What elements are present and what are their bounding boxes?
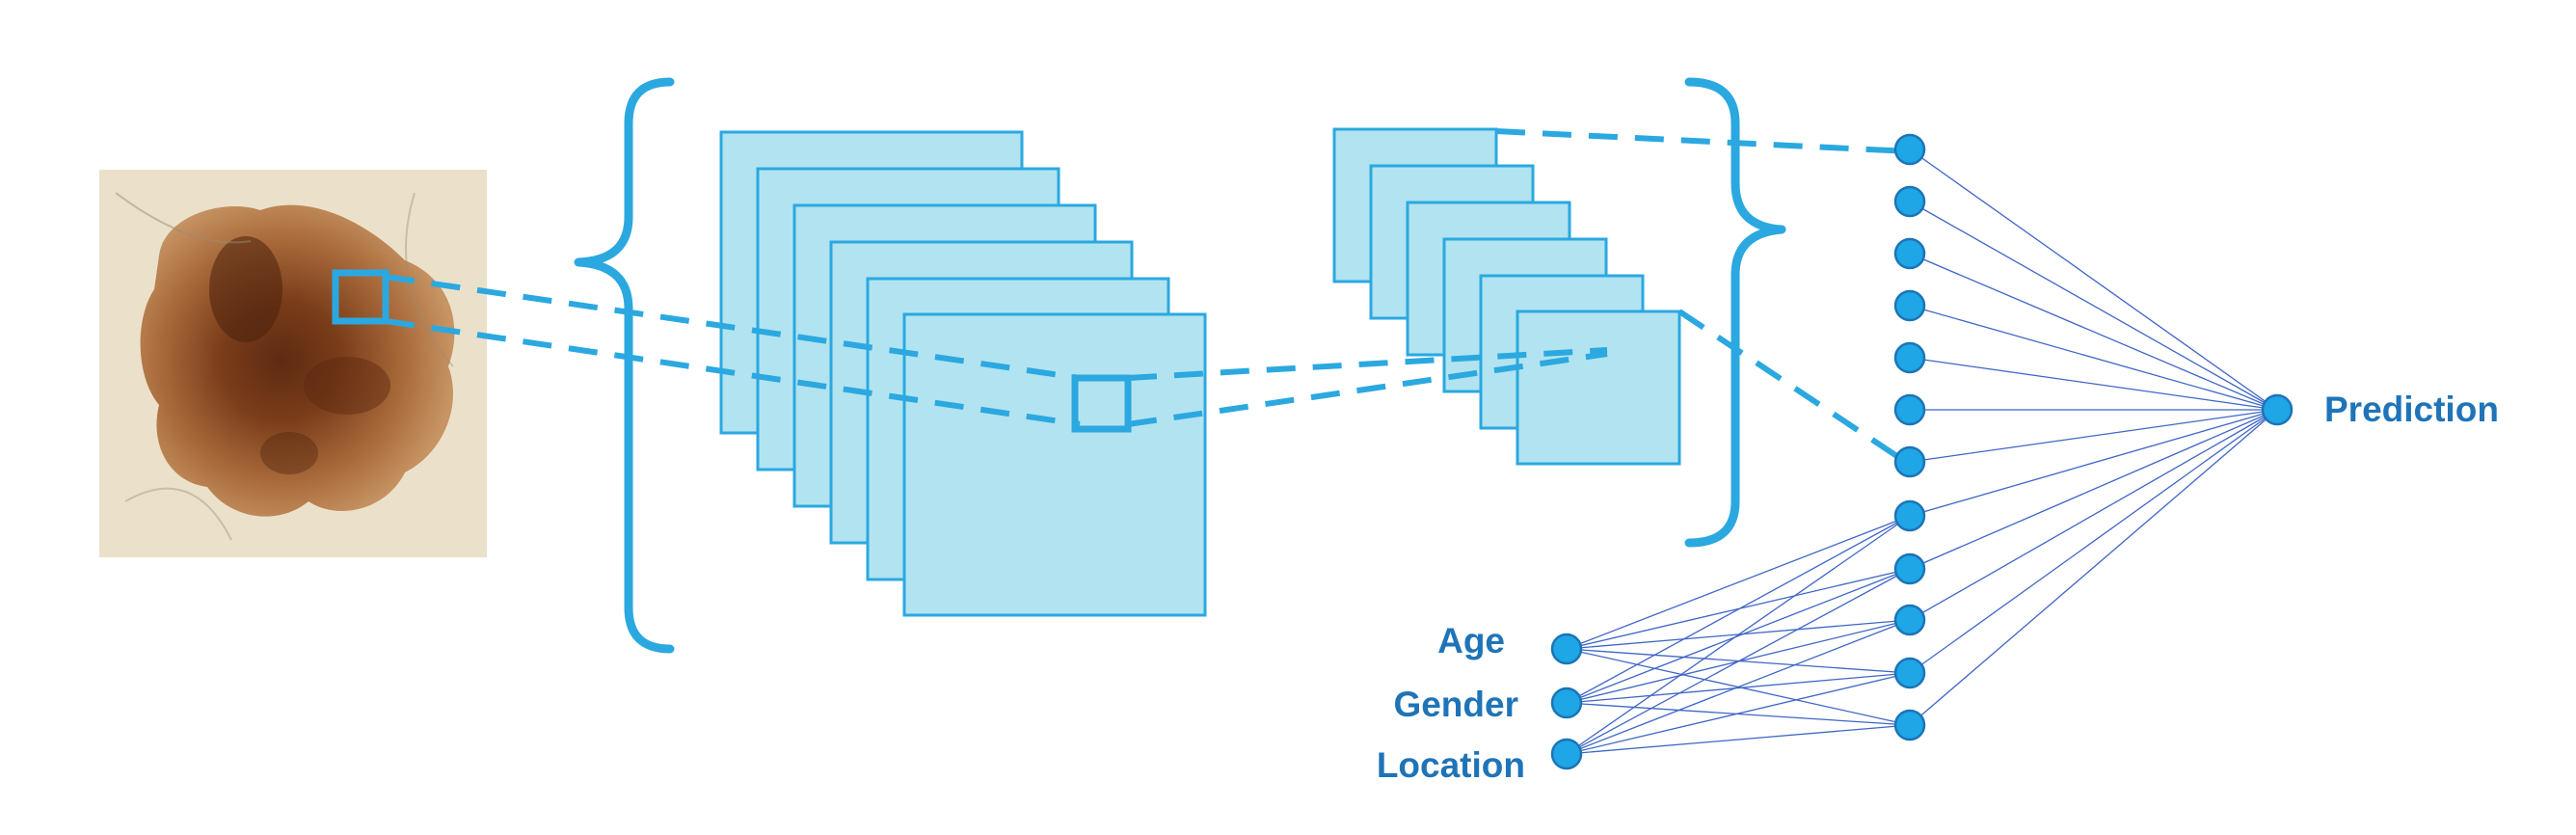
network-connections [1566,148,2278,755]
connection-line [1909,409,2278,463]
hidden-node [1893,499,1926,532]
projection-lines [385,128,1910,464]
hidden-node [1893,552,1926,585]
hidden-node [1893,289,1926,322]
hidden-node [1893,445,1926,478]
metadata-input-node [1550,738,1583,770]
hidden-node [1893,237,1926,270]
connection-line [1909,201,2278,411]
connection-line [1909,305,2278,411]
connection-line [1566,619,1911,755]
connection-line [1909,148,2278,411]
hidden-node [1893,393,1926,426]
connection-line [1566,672,1911,704]
hidden-node [1893,709,1926,741]
hidden-node [1893,341,1926,374]
connection-line [1566,568,1911,755]
feature-map [1516,310,1681,466]
metadata-input-node [1550,633,1583,665]
hidden-node [1893,185,1926,218]
conv-block-1-feature-maps [719,130,1207,617]
connection-line [1909,409,2278,570]
connection-line [1566,568,1911,704]
output-node [2261,393,2294,426]
metadata-label-gender: Gender [1393,685,1518,724]
connection-line [1566,724,1911,755]
connection-line [1909,253,2278,411]
receptive-field-box [332,269,389,325]
connection-line [1909,357,2278,411]
metadata-label-age: Age [1437,621,1505,660]
hidden-node [1893,657,1926,689]
conv-block-1-brace [574,77,675,654]
metadata-label-location: Location [1377,745,1525,785]
connection-line [1909,409,2278,726]
conv-block-2-feature-maps [1332,127,1681,466]
input-skin-image [99,170,487,557]
connection-line [1909,409,2278,621]
conv-block-2-brace [1684,77,1786,548]
connection-line [1909,409,2278,674]
connection-line [1566,672,1911,755]
network-nodes [1550,133,2294,770]
hidden-node [1893,604,1926,636]
connection-line [1566,515,1911,704]
connection-line [1909,409,2278,517]
conv-receptive-box [1071,374,1132,433]
connection-line [1566,515,1911,755]
hidden-node [1893,133,1926,166]
connection-line [1566,515,1911,650]
output-label-prediction: Prediction [2324,390,2499,429]
feature-map [902,312,1207,617]
metadata-input-node [1550,687,1583,719]
